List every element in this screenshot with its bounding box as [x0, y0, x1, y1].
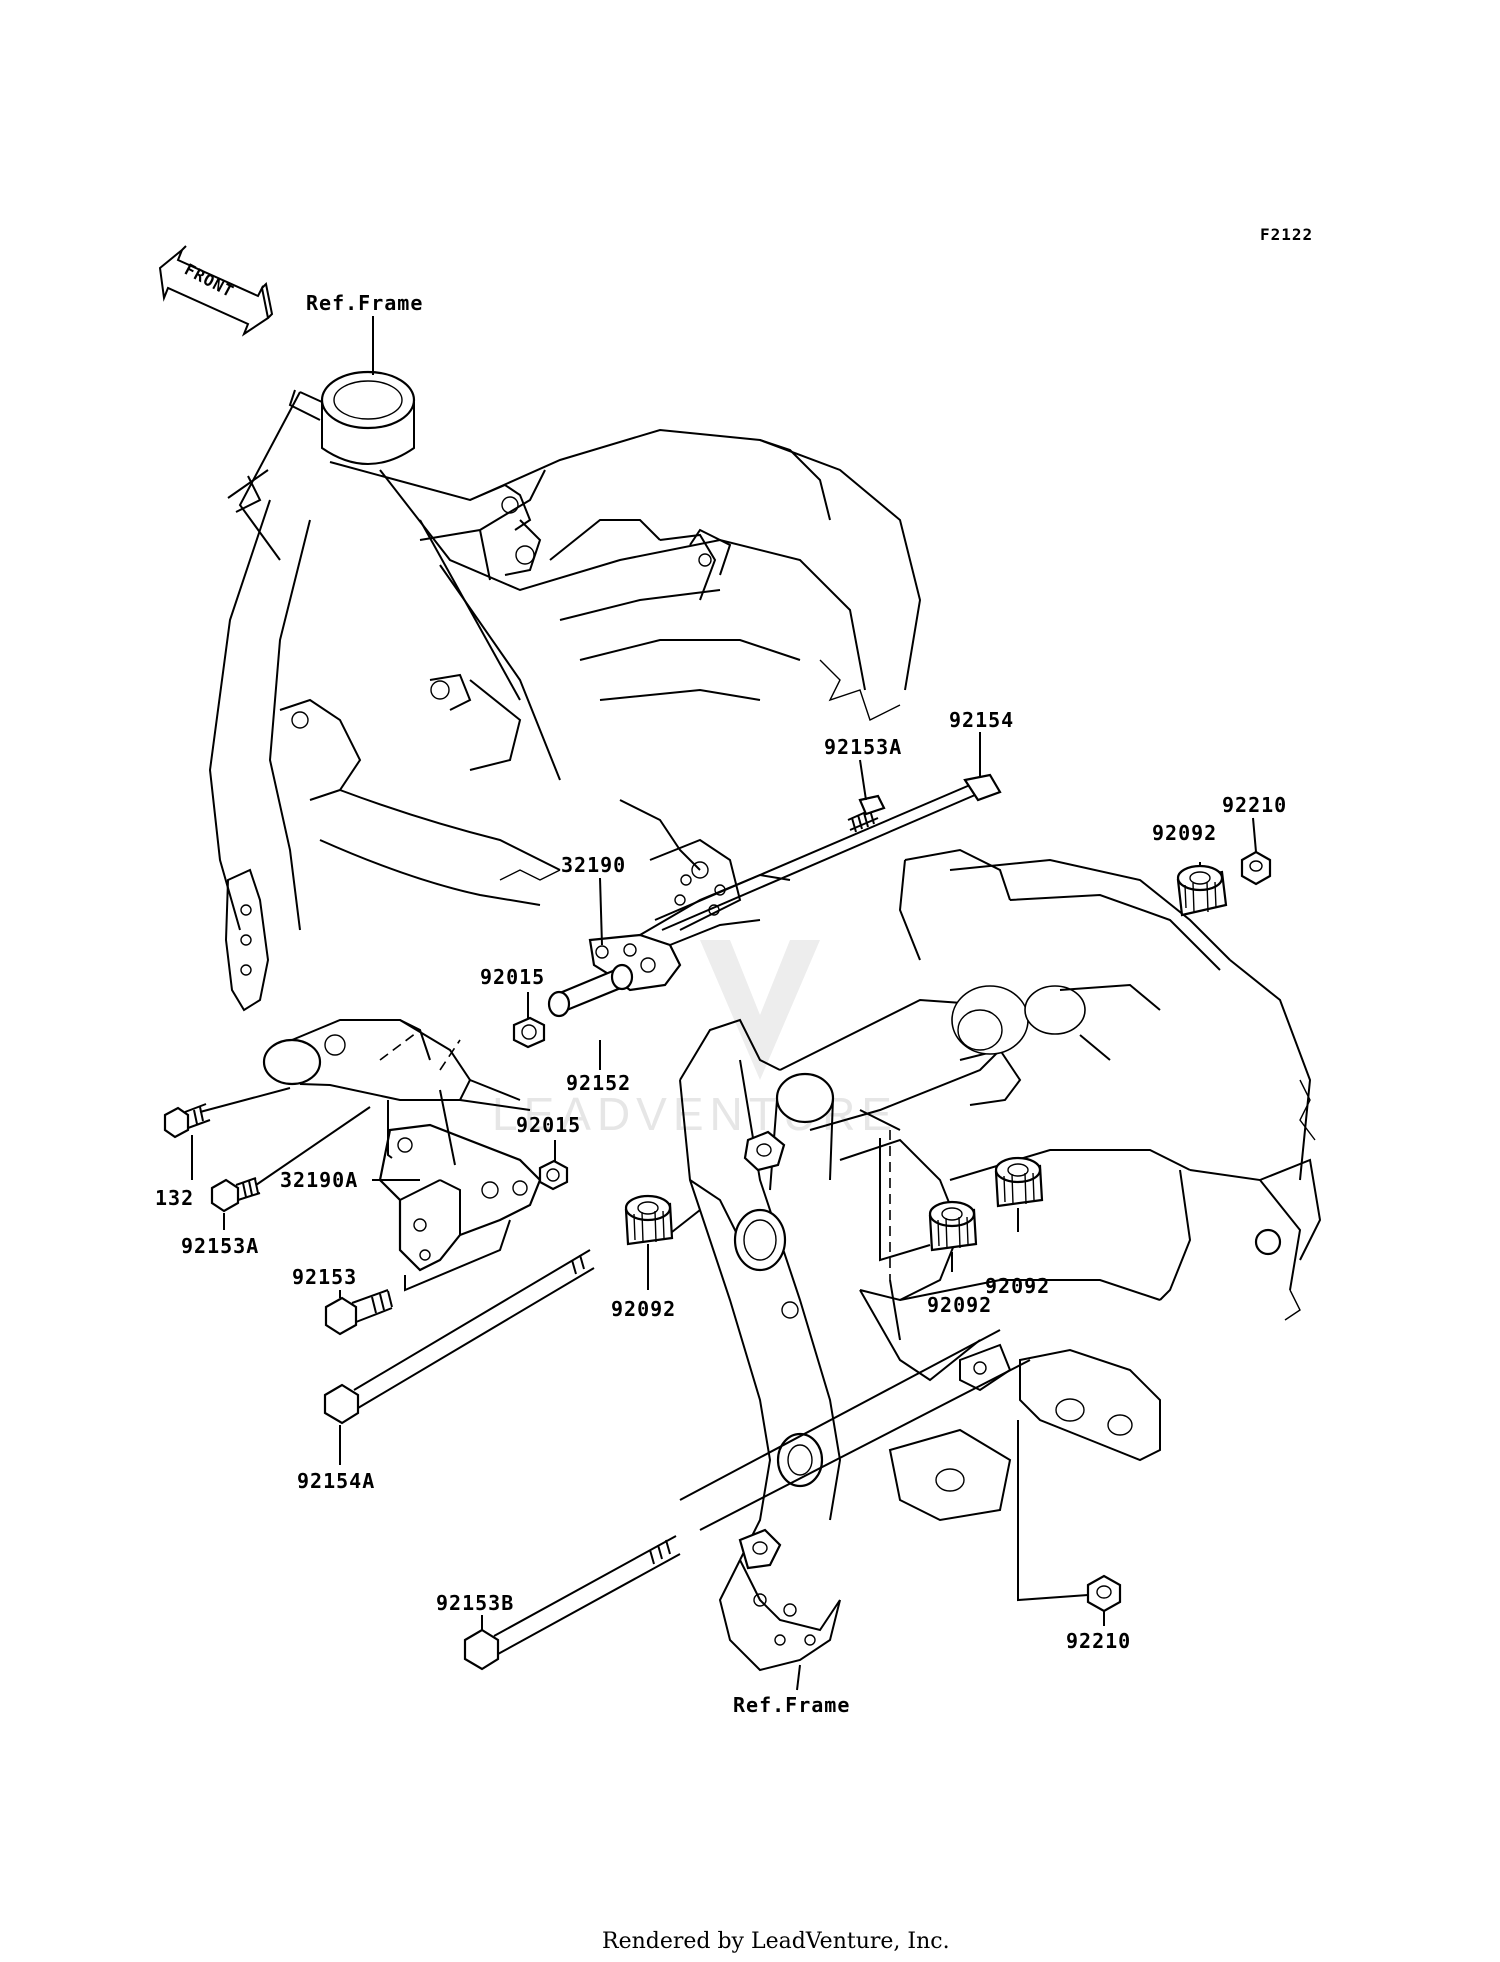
label-92153: 92153: [292, 1265, 357, 1289]
bolt-92153A-left: [210, 1177, 261, 1213]
label-92153A-top: 92153A: [824, 735, 902, 759]
label-92015-mid: 92015: [516, 1113, 581, 1137]
front-arrow-label: FRONT: [181, 260, 237, 302]
leader-lines: [191, 316, 1257, 1691]
label-92092-center: 92092: [927, 1293, 992, 1317]
label-92015-top: 92015: [480, 965, 545, 989]
bolt-132: [163, 1103, 211, 1139]
bolt-92153: [324, 1289, 393, 1336]
main-frame-upper: [208, 370, 922, 1111]
label-32190: 32190: [561, 853, 626, 877]
bolt-92154A: [323, 1249, 595, 1425]
figure-code: F2122: [1260, 225, 1313, 244]
label-132: 132: [155, 1186, 194, 1210]
part-labels: Ref.Frame 92154 92153A 92210 92092 32190…: [155, 291, 1287, 1717]
label-92210-bottom: 92210: [1066, 1629, 1131, 1653]
label-32190A: 32190A: [280, 1168, 358, 1192]
bolt-92153A-top: [847, 794, 886, 833]
label-92154A: 92154A: [297, 1469, 375, 1493]
label-ref-frame-top: Ref.Frame: [306, 291, 423, 315]
label-92092-top: 92092: [1152, 821, 1217, 845]
label-92153B: 92153B: [436, 1591, 514, 1615]
nut-92210-bottom: [1086, 1574, 1122, 1613]
bushing-92092-center: [928, 1200, 978, 1252]
nut-92015-mid: [538, 1159, 569, 1191]
label-92153A-left: 92153A: [181, 1234, 259, 1258]
front-arrow-icon: FRONT: [158, 245, 274, 337]
bushing-92092-right: [994, 1156, 1044, 1208]
bolt-92154: [654, 773, 1002, 931]
label-92092-right: 92092: [985, 1274, 1050, 1298]
bracket-32190A: [378, 1123, 542, 1272]
label-92154: 92154: [949, 708, 1014, 732]
nut-92015-top: [512, 1016, 546, 1049]
label-ref-frame-bottom: Ref.Frame: [733, 1693, 850, 1717]
footer-credit: Rendered by LeadVenture, Inc.: [602, 1929, 950, 1954]
label-92210-top: 92210: [1222, 793, 1287, 817]
bushing-92092-top: [1176, 864, 1228, 917]
label-92152: 92152: [566, 1071, 631, 1095]
nut-92210-top: [1240, 850, 1272, 886]
label-92092-left: 92092: [611, 1297, 676, 1321]
main-frame-lower: [679, 848, 1322, 1672]
watermark: LEADVENTURE: [492, 940, 892, 1140]
spacer-92152: [547, 963, 634, 1018]
bushing-92092-left: [624, 1194, 674, 1246]
